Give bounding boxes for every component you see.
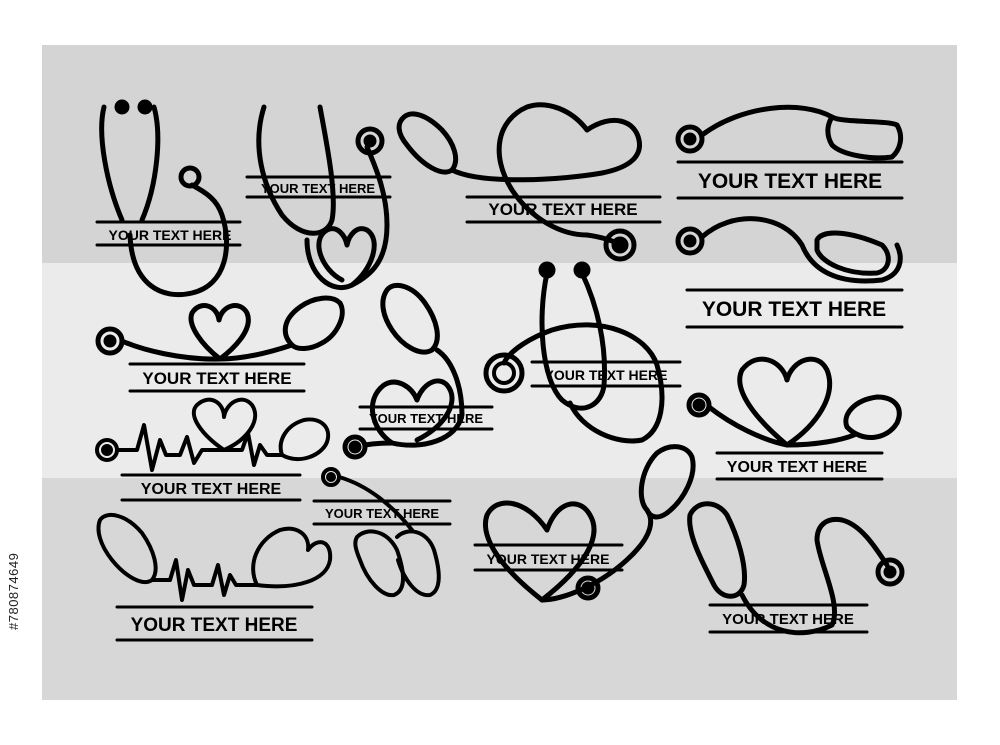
design-7: YOUR TEXT HERE <box>483 261 682 444</box>
design-2: YOUR TEXT HERE <box>396 102 662 262</box>
stock-id-label: #780874649 <box>6 552 21 630</box>
design-label: YOUR TEXT HERE <box>487 551 610 567</box>
design-label: YOUR TEXT HERE <box>131 615 298 636</box>
stethoscope-icon <box>99 99 230 298</box>
design-label: YOUR TEXT HERE <box>545 367 668 383</box>
design-8: YOUR TEXT HERE <box>686 356 902 481</box>
stethoscope-heart-icon <box>396 102 642 262</box>
stethoscope-icon <box>675 216 903 284</box>
design-label: YOUR TEXT HERE <box>369 411 483 426</box>
design-label: YOUR TEXT HERE <box>325 506 439 521</box>
heartbeat-heart-icon <box>96 512 333 602</box>
stethoscope-heart-icon <box>256 104 390 291</box>
stethoscope-icon <box>675 104 904 161</box>
design-13: YOUR TEXT HERE <box>687 501 905 636</box>
design-0: YOUR TEXT HERE <box>95 99 242 298</box>
design-label: YOUR TEXT HERE <box>698 170 882 193</box>
stethoscope-heart-icon <box>342 282 465 460</box>
design-label: YOUR TEXT HERE <box>109 227 232 243</box>
design-3: YOUR TEXT HERE <box>675 104 904 200</box>
heartbeat-heart-icon <box>95 397 331 472</box>
design-5: YOUR TEXT HERE <box>95 295 345 393</box>
artboard-band-bottom <box>42 478 957 700</box>
design-12: YOUR TEXT HERE <box>473 444 696 603</box>
design-11: YOUR TEXT HERE <box>96 512 333 642</box>
stethoscope-heart-icon <box>686 356 902 448</box>
design-6: YOUR TEXT HERE <box>342 282 494 460</box>
design-4: YOUR TEXT HERE <box>675 216 904 329</box>
design-9: YOUR TEXT HERE <box>95 397 331 502</box>
design-label: YOUR TEXT HERE <box>727 459 868 476</box>
design-label: YOUR TEXT HERE <box>142 369 291 388</box>
artboard: YOUR TEXT HERE YOUR TEXT HERE <box>42 45 957 700</box>
design-1: YOUR TEXT HERE <box>245 104 392 291</box>
design-label: YOUR TEXT HERE <box>261 181 375 196</box>
design-label: YOUR TEXT HERE <box>141 481 282 498</box>
design-label: YOUR TEXT HERE <box>488 200 637 219</box>
design-label: YOUR TEXT HERE <box>722 611 854 628</box>
stethoscope-icon <box>321 467 441 598</box>
design-10: YOUR TEXT HERE <box>312 467 452 598</box>
stethoscope-heart-icon <box>483 444 696 603</box>
stethoscope-icon <box>483 261 665 444</box>
design-label: YOUR TEXT HERE <box>702 298 886 321</box>
stethoscope-heart-icon <box>95 295 345 362</box>
design-sheet: YOUR TEXT HERE YOUR TEXT HERE <box>95 99 905 642</box>
